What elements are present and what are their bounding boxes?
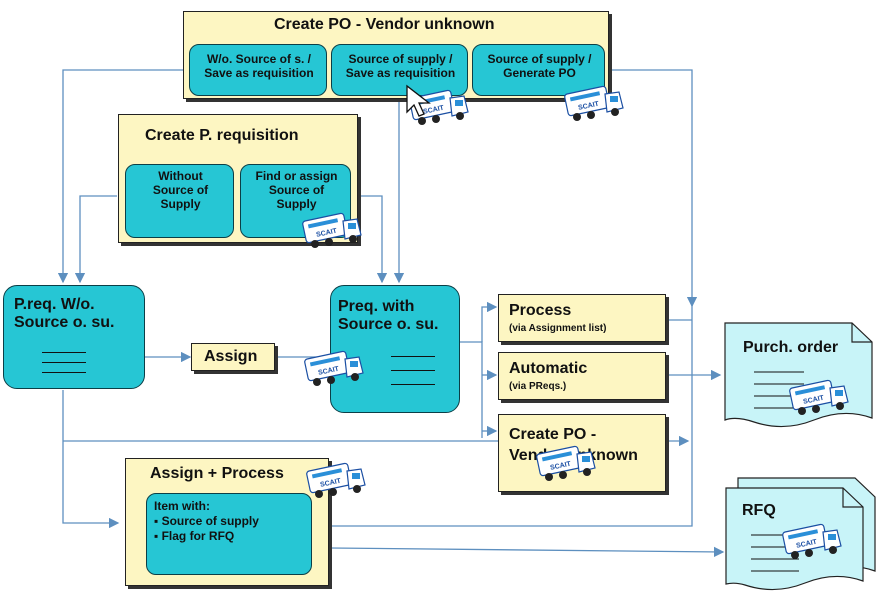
- truck-icon: SCAIT: [781, 520, 843, 571]
- process-title: Process: [509, 302, 572, 319]
- without-source-of-supply[interactable]: Without Source of Supply: [125, 164, 234, 238]
- arrow-without-to-preq-without: [74, 195, 117, 284]
- assign-label: Assign: [204, 348, 258, 365]
- arrow-process-to-rfq: [329, 546, 725, 558]
- find-line1: Find or assign: [255, 169, 338, 183]
- arrow-top-to-preq-without: [57, 69, 183, 284]
- arrow-to-process: [481, 301, 498, 313]
- preq-without-line1: P.req. W/o.: [14, 296, 95, 313]
- without-line1: Without: [158, 169, 203, 183]
- create-po-line1: Create PO -: [509, 426, 597, 443]
- item-bullet-2: ▪ Flag for RFQ: [154, 529, 235, 543]
- find-line3: Supply: [276, 197, 317, 211]
- automatic-title: Automatic: [509, 360, 588, 377]
- source-generate-line2: Generate PO: [503, 66, 576, 80]
- wo-source-save-requisition[interactable]: W/o. Source of s. / Save as requisition: [189, 44, 327, 96]
- source-save-line2: Save as requisition: [345, 66, 456, 80]
- preq-without-line2: Source o. su.: [14, 314, 115, 331]
- source-generate-po[interactable]: Source of supply / Generate PO: [472, 44, 605, 96]
- assign-process-title: Assign + Process: [150, 465, 284, 482]
- item-with-flags[interactable]: Item with: ▪ Source of supply ▪ Flag for…: [146, 493, 312, 575]
- rfq-label: RFQ: [742, 502, 776, 519]
- wo-source-line2: Save as requisition: [204, 66, 314, 80]
- assign-box[interactable]: Assign: [191, 343, 275, 371]
- process-box[interactable]: Process (via Assignment list): [498, 294, 666, 342]
- preq-with-source[interactable]: Preq. with Source o. su.: [330, 285, 460, 413]
- svg-text:SCAIT: SCAIT: [320, 478, 343, 489]
- wo-source-line1: W/o. Source of s. /: [206, 52, 311, 66]
- without-line3: Supply: [160, 197, 201, 211]
- truck-icon: SCAIT: [305, 459, 367, 510]
- automatic-sub: (via PReqs.): [509, 381, 567, 392]
- svg-text:SCAIT: SCAIT: [550, 461, 573, 472]
- mouse-cursor-icon: [406, 84, 431, 117]
- svg-text:SCAIT: SCAIT: [578, 101, 601, 112]
- item-title: Item with:: [154, 499, 210, 513]
- find-line2: Source of: [268, 183, 325, 197]
- preq-with-line2: Source o. su.: [338, 316, 439, 333]
- truck-icon: SCAIT: [535, 442, 597, 493]
- truck-icon: SCAIT: [301, 209, 363, 260]
- preq-without-source[interactable]: P.req. W/o. Source o. su.: [3, 285, 145, 389]
- svg-text:SCAIT: SCAIT: [318, 366, 341, 377]
- truck-icon: SCAIT: [563, 82, 625, 133]
- preq-with-line1: Preq. with: [338, 298, 415, 315]
- truck-icon: SCAIT: [788, 376, 850, 427]
- truck-icon: SCAIT: [303, 347, 365, 398]
- svg-text:SCAIT: SCAIT: [316, 228, 339, 239]
- source-generate-line1: Source of supply /: [487, 52, 592, 66]
- source-save-requisition[interactable]: Source of supply / Save as requisition: [331, 44, 468, 96]
- item-bullet-1: ▪ Source of supply: [154, 514, 259, 528]
- source-save-line1: Source of supply /: [348, 52, 453, 66]
- automatic-box[interactable]: Automatic (via PReqs.): [498, 352, 666, 400]
- purch-order-label: Purch. order: [743, 339, 839, 356]
- svg-text:SCAIT: SCAIT: [423, 105, 446, 116]
- create-requisition-title: Create P. requisition: [145, 127, 299, 144]
- arrow-find-to-preq-with: [352, 195, 388, 284]
- svg-text:SCAIT: SCAIT: [803, 395, 826, 406]
- process-sub: (via Assignment list): [509, 323, 607, 334]
- svg-text:SCAIT: SCAIT: [796, 539, 819, 550]
- without-line2: Source of: [152, 183, 209, 197]
- create-po-title: Create PO - Vendor unknown: [274, 16, 495, 33]
